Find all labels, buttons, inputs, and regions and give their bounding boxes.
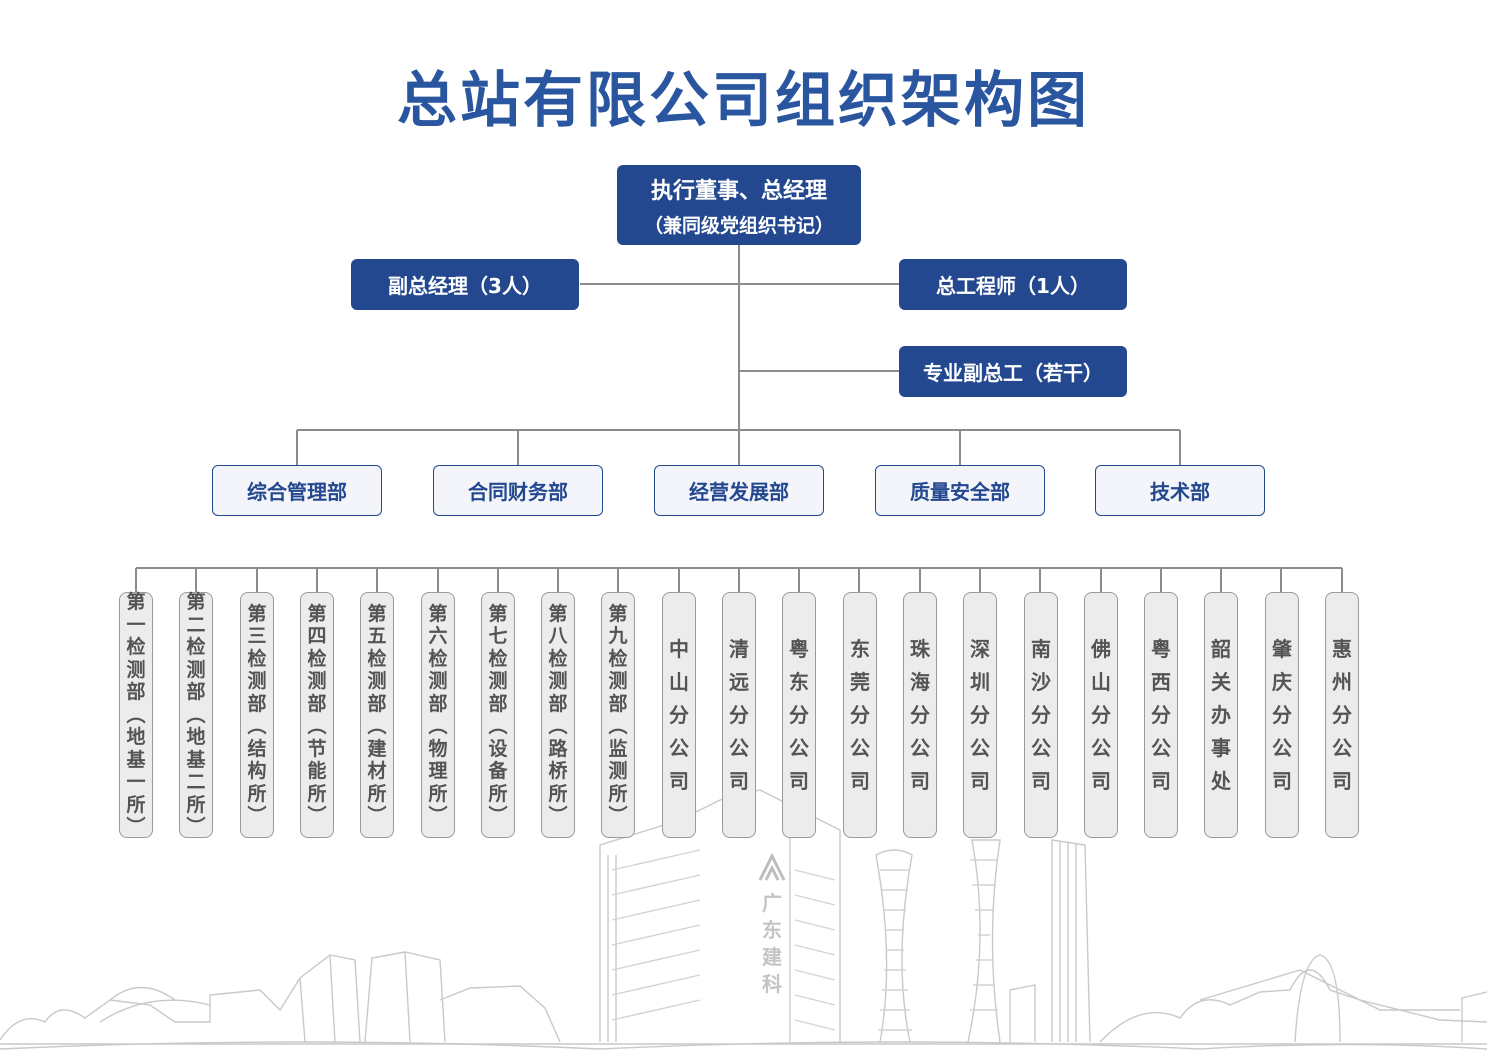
branch-office-box: 惠州分公司 — [1325, 592, 1359, 838]
executive-director-subtitle: （兼同级党组织书记） — [643, 214, 834, 237]
executive-director-box: 执行董事、总经理 （兼同级党组织书记） — [617, 165, 861, 245]
deputy-gm-box: 副总经理（3人） — [351, 259, 579, 310]
branch-office-box: 东莞分公司 — [843, 592, 877, 838]
svg-text:建: 建 — [762, 945, 782, 969]
department-box: 技术部 — [1095, 465, 1265, 516]
testing-department-box: 第七检测部︵设备所︶ — [481, 592, 515, 838]
page-title: 总站有限公司组织架构图 — [397, 66, 1090, 136]
branch-office-box: 粤东分公司 — [782, 592, 816, 838]
executive-director-title: 执行董事、总经理 — [650, 178, 827, 204]
department-box: 经营发展部 — [654, 465, 824, 516]
branch-office-box: 深圳分公司 — [963, 592, 997, 838]
city-skyline-background: 广 东 建 科 — [0, 789, 1487, 1050]
department-box: 质量安全部 — [875, 465, 1045, 516]
branch-office-box: 粤西分公司 — [1144, 592, 1178, 838]
company-logo-mark — [758, 852, 786, 881]
testing-department-box: 第三检测部︵结构所︶ — [240, 592, 274, 838]
testing-department-box: 第六检测部︵物理所︶ — [421, 592, 455, 838]
branch-office-box: 中山分公司 — [662, 592, 696, 838]
department-box: 综合管理部 — [212, 465, 382, 516]
testing-department-box: 第九检测部︵监测所︶ — [601, 592, 635, 838]
watermark-text: 广 东 建 科 — [762, 891, 782, 996]
chief-engineer-box: 总工程师（1人） — [899, 259, 1127, 310]
testing-department-box: 第一检测部︵地基一所︶ — [119, 591, 153, 838]
branch-office-box: 珠海分公司 — [903, 592, 937, 838]
department-box: 合同财务部 — [433, 465, 603, 516]
testing-department-box: 第二检测部︵地基二所︶ — [179, 591, 213, 838]
branch-office-box: 清远分公司 — [722, 592, 756, 838]
svg-text:科: 科 — [762, 972, 782, 996]
branch-office-box: 佛山分公司 — [1084, 592, 1118, 838]
deputy-chief-engineers-box: 专业副总工（若干） — [899, 346, 1127, 397]
testing-department-box: 第四检测部︵节能所︶ — [300, 592, 334, 838]
branch-office-box: 韶关办事处 — [1204, 592, 1238, 838]
branch-office-box: 肇庆分公司 — [1265, 592, 1299, 838]
svg-text:东: 东 — [762, 918, 782, 942]
testing-department-box: 第八检测部︵路桥所︶ — [541, 592, 575, 838]
branch-office-box: 南沙分公司 — [1024, 592, 1058, 838]
svg-text:广: 广 — [762, 891, 782, 915]
testing-department-box: 第五检测部︵建材所︶ — [360, 592, 394, 838]
